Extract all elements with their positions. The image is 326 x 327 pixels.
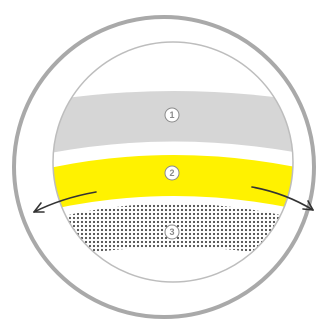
- layer-2-marker: 2: [165, 166, 179, 180]
- layer-2-number: 2: [169, 168, 174, 178]
- layer-1-number: 1: [169, 110, 174, 120]
- layer-3-marker: 3: [165, 225, 179, 239]
- layer-1-marker: 1: [165, 108, 179, 122]
- layer-3-number: 3: [169, 227, 174, 237]
- cross-section: [40, 30, 310, 300]
